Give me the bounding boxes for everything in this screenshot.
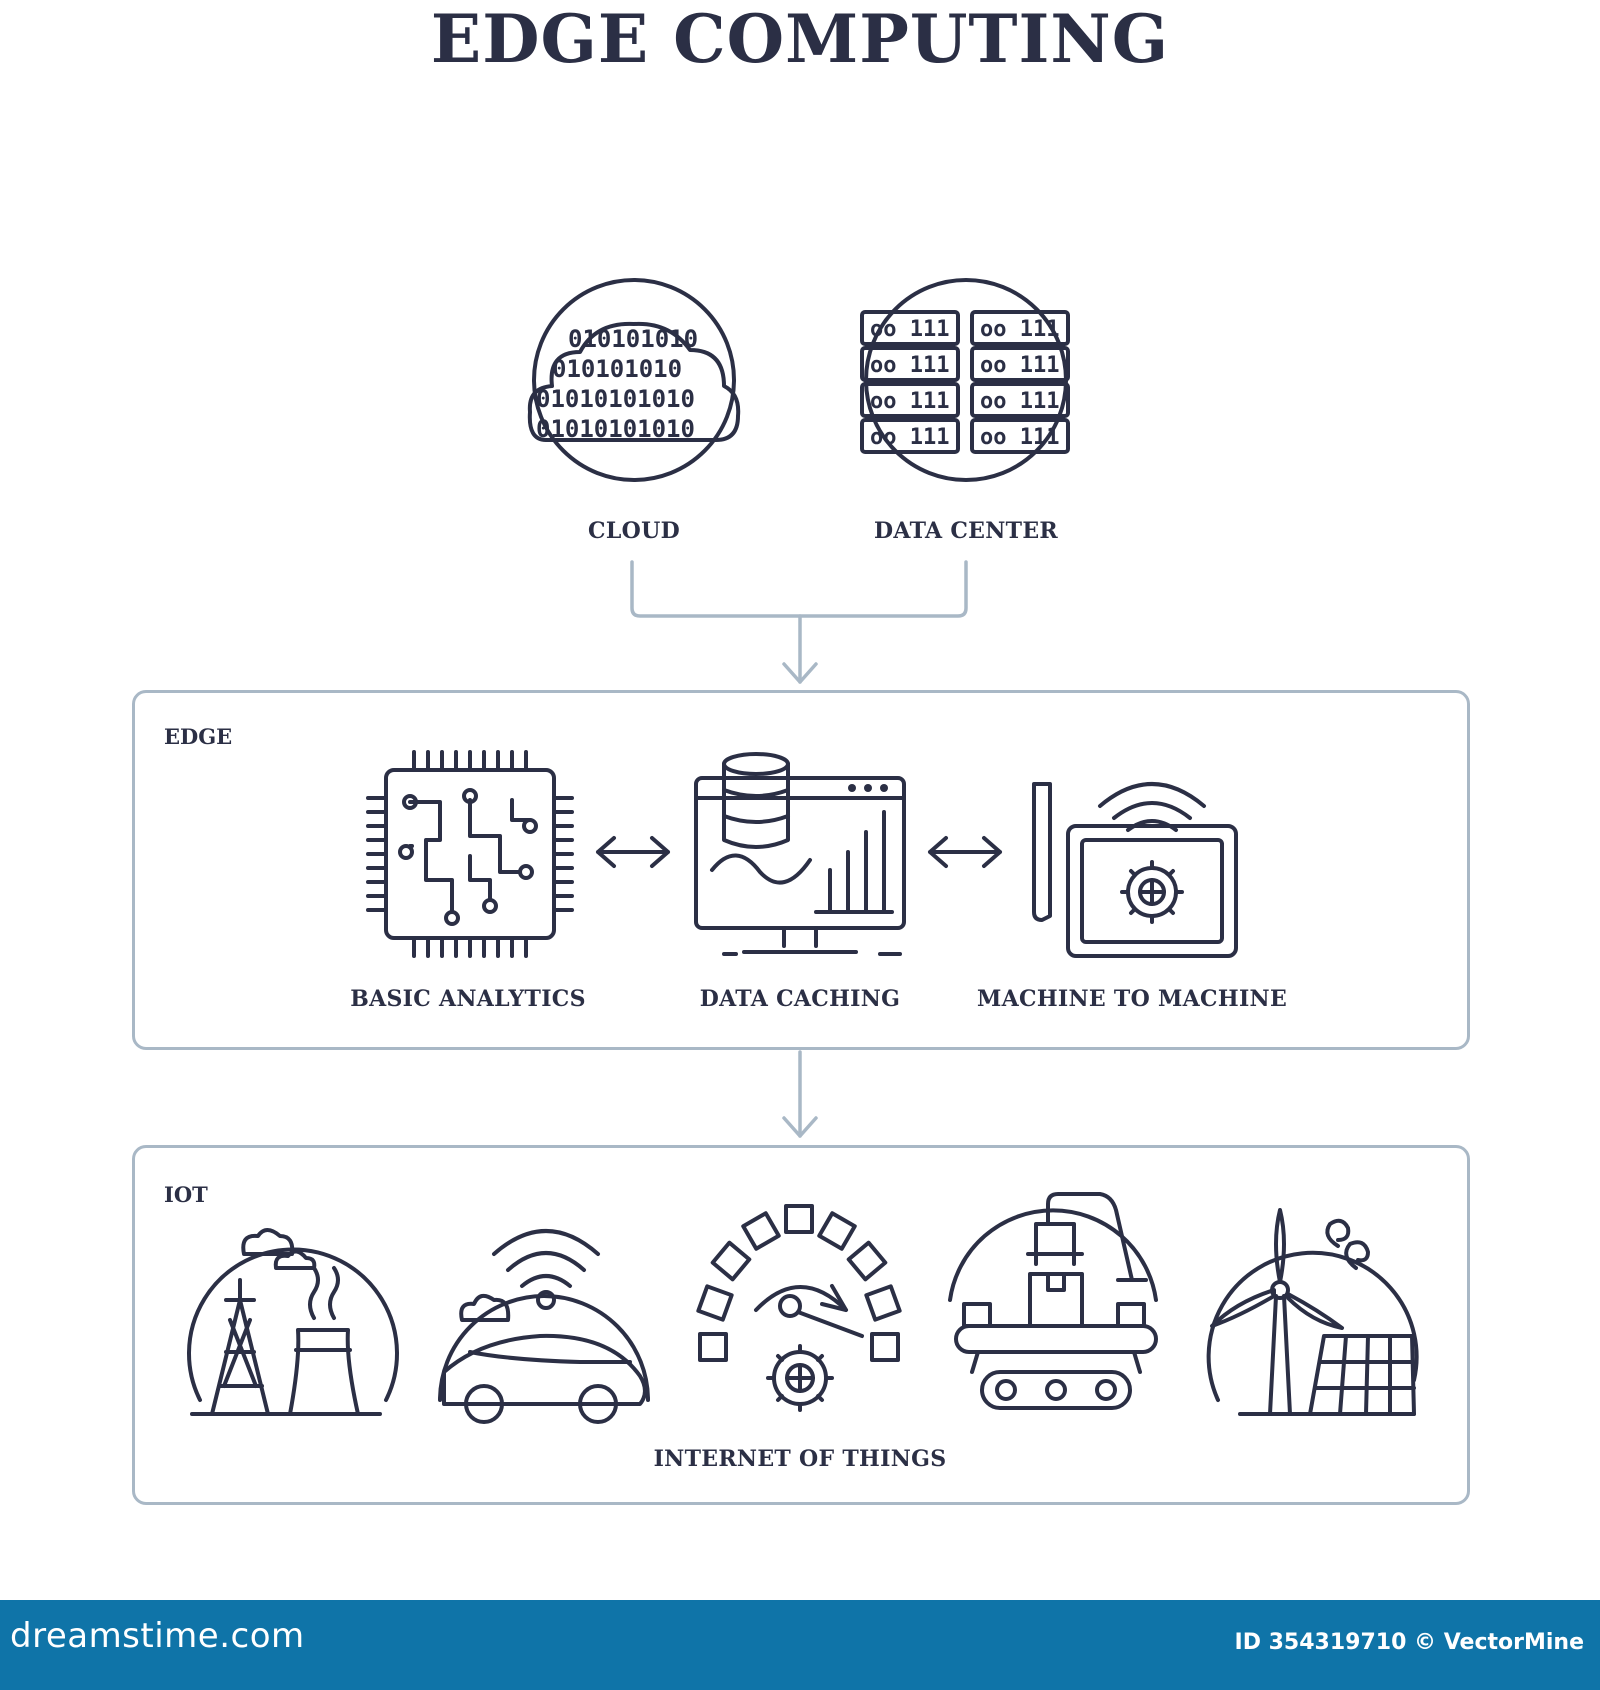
renewable-energy-icon <box>1206 1208 1419 1416</box>
connected-car-icon <box>438 1229 650 1424</box>
machine-to-machine-label: MACHINE TO MACHINE <box>976 986 1288 1012</box>
edge-to-iot-arrow <box>782 1050 818 1138</box>
svg-text:oo 111: oo 111 <box>980 389 1059 414</box>
server-rack-icon: oo 111 oo 111 oo 111 oo 111 oo 111 oo 11… <box>860 278 1070 482</box>
bidirectional-arrow-right <box>928 836 1002 868</box>
svg-text:oo 111: oo 111 <box>870 389 949 414</box>
data-caching-label: DATA CACHING <box>699 986 901 1012</box>
iot-section-label: IOT <box>164 1182 208 1207</box>
data-center-label: DATA CENTER <box>874 518 1058 544</box>
svg-text:01010101010: 01010101010 <box>536 385 695 413</box>
edge-panel <box>132 690 1470 1050</box>
cloud-binary-icon: 010101010 010101010 01010101010 01010101… <box>527 278 741 482</box>
svg-text:oo 111: oo 111 <box>870 353 949 378</box>
power-plant-icon <box>187 1228 399 1416</box>
speed-gauge-icon <box>696 1204 902 1412</box>
svg-text:oo 111: oo 111 <box>870 317 949 342</box>
svg-text:01010101010: 01010101010 <box>536 415 695 443</box>
database-monitor-icon <box>694 752 906 956</box>
basic-analytics-label: BASIC ANALYTICS <box>350 986 586 1012</box>
router-gear-icon <box>1032 782 1238 958</box>
internet-of-things-label: INTERNET OF THINGS <box>653 1446 947 1472</box>
svg-text:oo 111: oo 111 <box>870 425 949 450</box>
watermark-footer: dreamstime.com ID 354319710 © VectorMine <box>0 1600 1600 1690</box>
svg-text:oo 111: oo 111 <box>980 425 1059 450</box>
footer-site-logo[interactable]: dreamstime.com <box>10 1616 305 1656</box>
footer-credit: ID 354319710 © VectorMine <box>1234 1630 1584 1655</box>
robot-arm-conveyor-icon <box>948 1192 1158 1410</box>
svg-text:010101010: 010101010 <box>552 355 682 383</box>
cloud-label: CLOUD <box>588 518 680 544</box>
svg-text:010101010: 010101010 <box>568 325 698 353</box>
bidirectional-arrow-left <box>596 836 670 868</box>
svg-text:oo 111: oo 111 <box>980 317 1059 342</box>
page-title: EDGE COMPUTING <box>430 0 1170 78</box>
merge-connector <box>630 560 968 684</box>
circuit-chip-icon <box>366 750 574 958</box>
iot-panel <box>132 1145 1470 1505</box>
diagram-canvas: 010101010 010101010 01010101010 01010101… <box>187 278 1419 1424</box>
edge-section-label: EDGE <box>164 724 233 749</box>
svg-text:oo 111: oo 111 <box>980 353 1059 378</box>
